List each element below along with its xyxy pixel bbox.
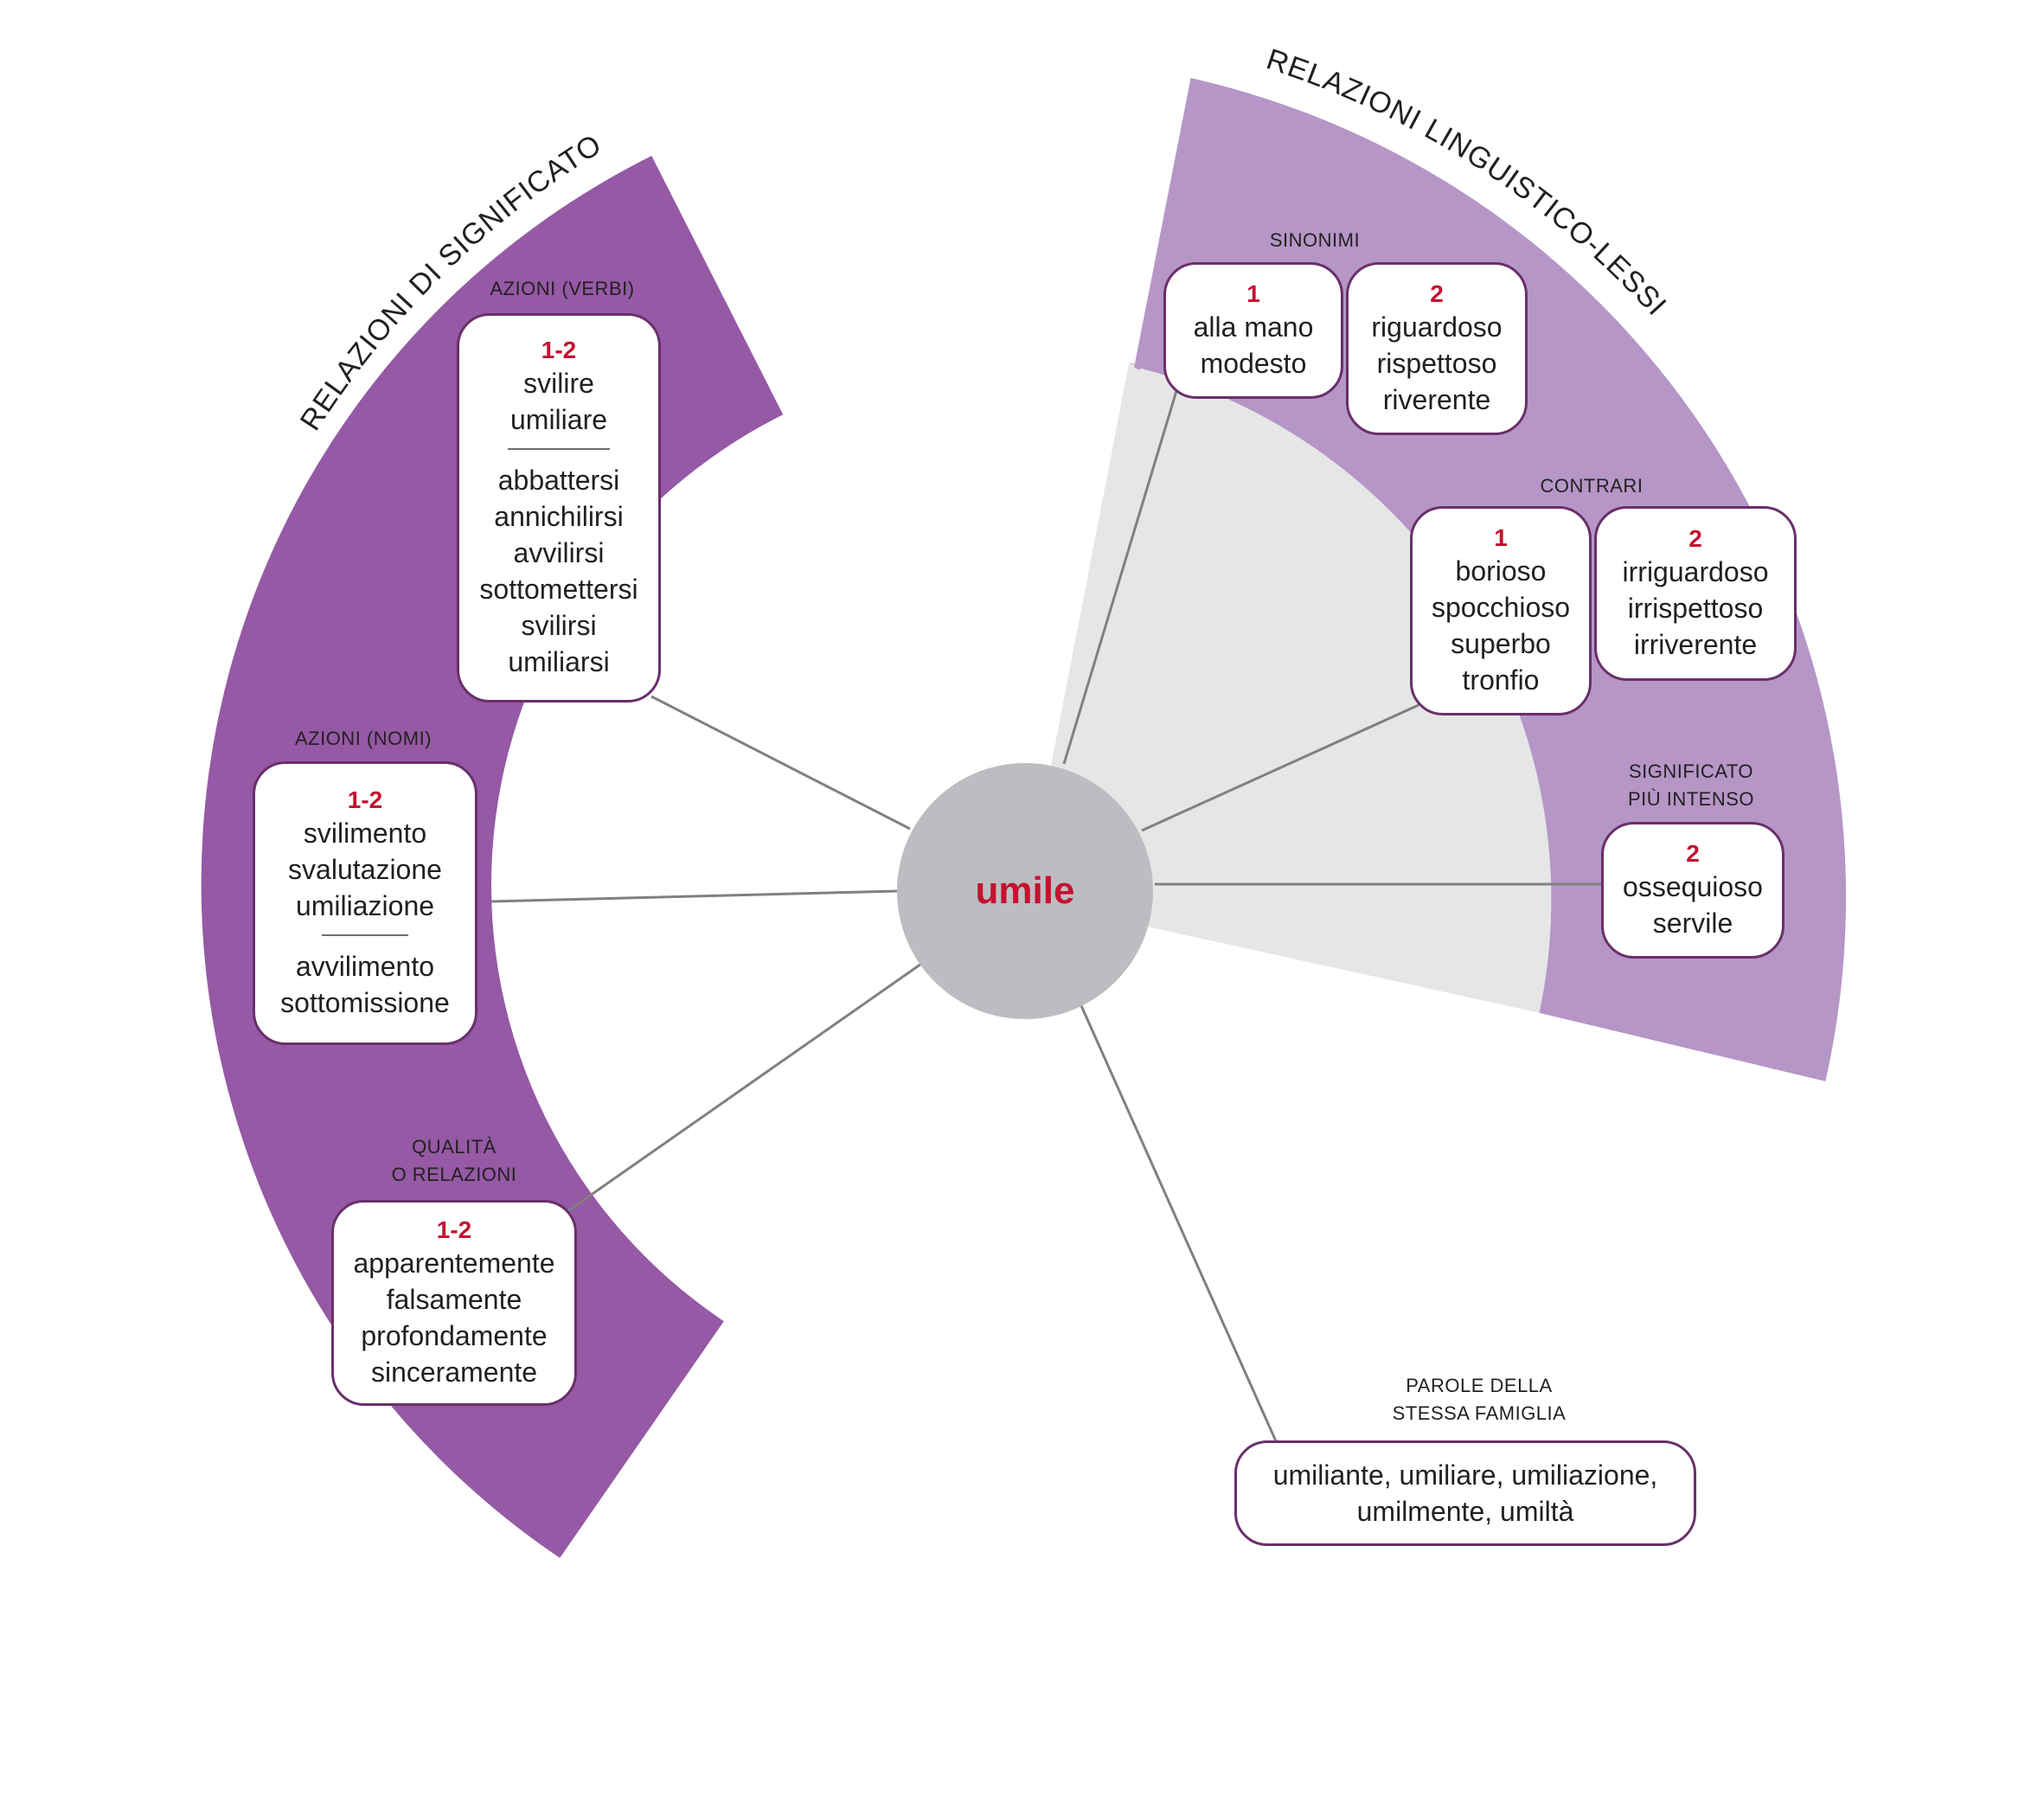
verbs-word: umiliarsi [508,646,610,677]
family-box: umiliante, umiliare, umiliazione, umilme… [1234,1440,1696,1546]
intenso-caption: SIGNIFICATO PIÙ INTENSO [1592,758,1791,813]
intenso-word: ossequioso [1623,871,1763,902]
qualities-box: 1-2 apparentemente falsamente profondame… [331,1200,577,1406]
qualities-caption-line: QUALITÀ [412,1136,497,1158]
verbs-number: 1-2 [541,337,577,363]
qualities-word: apparentemente [353,1248,555,1279]
connector-lines [490,390,1601,1444]
sinonimi-box-2: 2 riguardoso rispettoso riverente [1346,262,1528,435]
qualities-number: 1-2 [436,1216,472,1243]
qualities-caption-line: O RELAZIONI [391,1164,517,1185]
nouns-caption: AZIONI (NOMI) [294,728,433,749]
sinonimi-1-word: alla mano [1193,311,1314,343]
connector-contrari [1141,703,1419,832]
contrari-1-word: borioso [1455,555,1547,587]
contrari-2-number: 2 [1688,525,1702,552]
contrari-1-word: superbo [1451,628,1551,659]
verbs-word: svilirsi [521,610,597,641]
contrari-1-word: spocchioso [1431,592,1571,623]
verbs-word: abbattersi [497,465,620,496]
intenso-caption-line: SIGNIFICATO [1628,760,1754,782]
sinonimi-2-number: 2 [1430,280,1444,307]
qualities-word: falsamente [386,1284,522,1315]
sinonimi-caption: SINONIMI [1269,229,1361,251]
family-line: umiliante, umiliare, umiliazione, [1272,1459,1658,1491]
verbs-word: umiliare [509,404,608,435]
family-caption: PAROLE DELLA STESSA FAMIGLIA [1332,1372,1626,1427]
verbs-word: annichilirsi [494,501,624,532]
contrari-box-2: 2 irriguardoso irrispettoso irriverente [1594,506,1797,681]
intenso-word: servile [1652,908,1733,939]
nouns-divider [322,934,408,936]
center-word: umile [975,869,1075,912]
verbs-box: 1-2 svilire umiliare abbattersi annichil… [457,313,661,702]
right-inner-sector [1025,362,1553,1013]
connector-verbs [650,695,911,831]
connector-sinonimi [1062,390,1178,765]
contrari-1-number: 1 [1494,524,1508,551]
sinonimi-1-number: 1 [1246,280,1260,307]
family-caption-line: PAROLE DELLA [1406,1375,1553,1396]
family-caption-line: STESSA FAMIGLIA [1392,1402,1567,1424]
nouns-box: 1-2 svilimento svalutazione umiliazione … [253,761,477,1045]
contrari-caption: CONTRARI [1540,475,1644,497]
nouns-word: sottomissione [280,987,450,1018]
family-line: umilmente, umiltà [1356,1496,1574,1527]
sinonimi-2-word: riguardoso [1371,311,1503,343]
sinonimi-1-word: modesto [1200,348,1307,379]
contrari-2-word: irriverente [1633,629,1758,660]
connector-family [1078,1001,1278,1444]
intenso-number: 2 [1686,840,1700,867]
nouns-number: 1-2 [347,786,383,813]
connector-nouns [490,889,899,903]
qualities-word: profondamente [361,1320,548,1351]
verbs-caption: AZIONI (VERBI) [490,278,635,299]
connector-qualities [563,960,925,1216]
sinonimi-box-1: 1 alla mano modesto [1163,262,1343,399]
verbs-word: avvilirsi [513,537,605,568]
contrari-box-1: 1 borioso spocchioso superbo tronfio [1410,506,1592,715]
nouns-word: svilimento [303,818,427,849]
sinonimi-2-word: riverente [1382,384,1491,415]
nouns-word: umiliazione [295,890,435,921]
nouns-word: svalutazione [288,854,442,885]
qualities-caption: QUALITÀ O RELAZIONI [363,1133,545,1189]
contrari-1-word: tronfio [1462,664,1540,696]
verbs-word: svilire [523,368,594,399]
verbs-word: sottomettersi [479,574,638,605]
contrari-2-word: irriguardoso [1622,556,1769,587]
intenso-box: 2 ossequioso servile [1601,822,1784,959]
verbs-divider [508,448,610,450]
sinonimi-2-word: rispettoso [1376,348,1497,379]
nouns-word: avvilimento [295,951,435,982]
intenso-caption-line: PIÙ INTENSO [1627,788,1755,810]
contrari-2-word: irrispettoso [1627,593,1764,624]
qualities-word: sinceramente [370,1357,538,1388]
center-circle [897,763,1153,1019]
